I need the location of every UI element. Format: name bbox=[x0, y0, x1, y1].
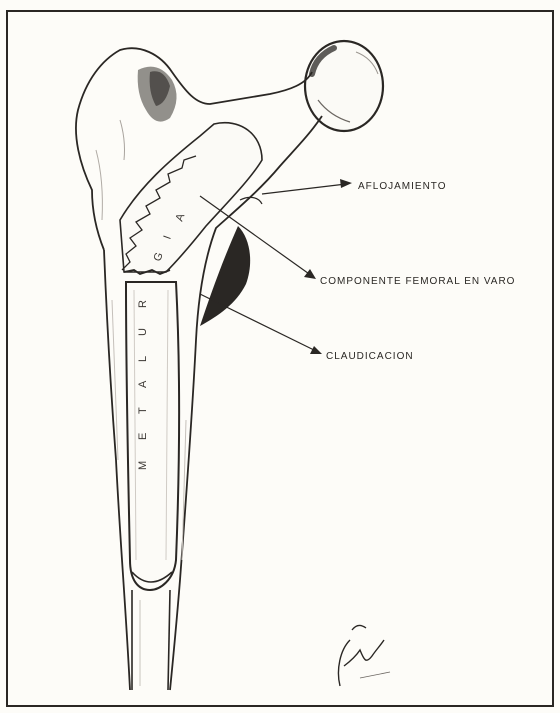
stem-letter: A bbox=[137, 380, 149, 388]
femoral-head bbox=[305, 41, 383, 131]
stem-letter: M bbox=[137, 461, 149, 470]
claudication-leader bbox=[200, 294, 318, 352]
loosening-leader bbox=[262, 184, 346, 194]
stem-letter: R bbox=[137, 300, 149, 308]
label-femoral-component: COMPONENTE FEMORAL EN VARO bbox=[320, 276, 515, 287]
femoral-shaft bbox=[132, 590, 170, 690]
femoral-component-leader bbox=[200, 196, 312, 276]
stem-letter: T bbox=[137, 407, 149, 414]
claudication-arrowhead bbox=[310, 346, 322, 354]
stem-letter: L bbox=[137, 356, 149, 362]
femoral-component-arrowhead bbox=[304, 269, 316, 279]
label-claudication: CLAUDICACION bbox=[326, 351, 414, 362]
stem-letter: U bbox=[137, 328, 149, 336]
label-loosening: AFLOJAMIENTO bbox=[358, 181, 447, 192]
stem-letter: E bbox=[137, 433, 149, 440]
loosening-arrowhead bbox=[340, 179, 352, 188]
prosthesis-stem bbox=[126, 282, 179, 590]
artist-signature bbox=[338, 625, 390, 686]
